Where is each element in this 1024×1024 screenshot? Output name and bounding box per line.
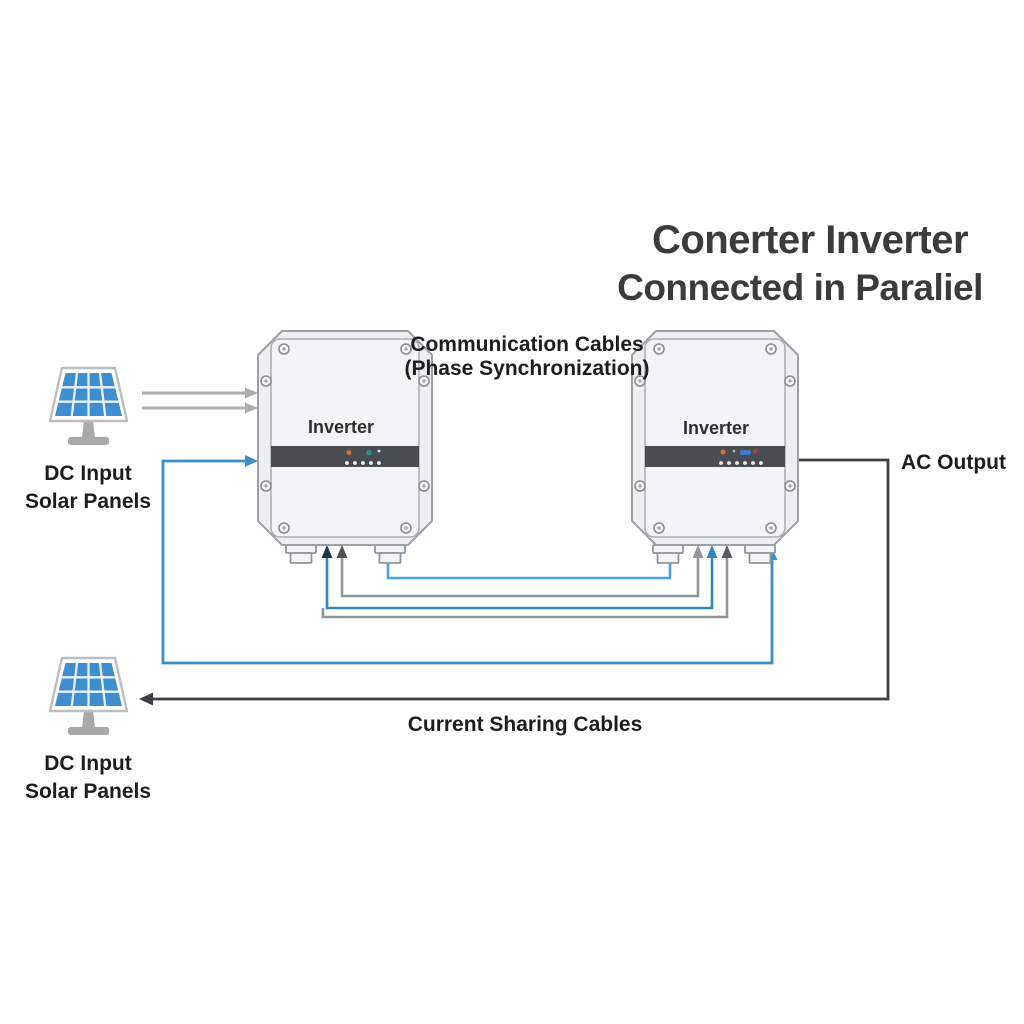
solar-panel-bottom-icon [48,656,129,735]
dc-input-label-top: DC Input Solar Panels [25,462,151,513]
led-band [271,446,419,467]
cable-gland [285,544,406,564]
inverter-front-panel [644,338,786,538]
screw-icon [784,375,796,387]
dc-input-label-bottom: DC Input Solar Panels [25,752,151,803]
title-line-2: Connected in Paraliel [617,267,983,308]
title-line-1: Conerter Inverter [652,218,968,262]
dc-input-bottom-line2: Solar Panels [25,780,151,803]
ac-output-label: AC Output [901,451,1006,474]
dc-input-top-line2: Solar Panels [25,490,151,513]
screw-icon [400,522,412,534]
screw-icon [653,522,665,534]
screw-icon [278,343,290,355]
diagram-title: Conerter Inverter Connected in Paraliel [617,218,983,308]
arrow-up-icon [721,545,733,558]
current-sharing-cable-3 [321,545,733,619]
inverter-1-label: Inverter [308,417,374,437]
screw-icon [260,375,272,387]
inverter-front-panel [270,338,420,538]
screw-icon [653,343,665,355]
arrow-right-icon [245,402,258,414]
current-sharing-cable-1 [336,545,704,598]
arrow-up-icon [321,545,333,558]
screw-icon [418,480,430,492]
arrow-left-icon [139,692,153,706]
inverter-2: Inverter [631,330,799,564]
dc-input-top-line1: DC Input [44,462,131,485]
screw-icon [765,522,777,534]
communication-cables-line1: Communication Cables [410,333,643,356]
dc-input-bottom-line1: DC Input [44,752,131,775]
screw-icon [634,480,646,492]
led-band [645,446,785,467]
cable-gland [652,544,776,564]
screw-icon [784,480,796,492]
arrow-right-icon [245,387,258,399]
arrow-up-icon [336,545,348,558]
led-indicators [719,449,763,465]
communication-cables-line2: (Phase Synchronization) [404,357,649,380]
current-sharing-cable-2 [321,545,718,610]
current-sharing-label: Current Sharing Cables [408,713,643,736]
communication-cable [382,551,676,580]
arrow-up-icon [706,545,718,558]
screw-icon [765,343,777,355]
ac-output-cable [139,458,890,706]
screw-icon [260,480,272,492]
arrow-up-icon [692,545,704,558]
arrow-right-icon [245,455,258,467]
inverter-2-label: Inverter [683,418,749,438]
led-indicators [345,449,381,465]
pv-dc-arrows [142,387,258,414]
communication-cables-label: Communication Cables (Phase Synchronizat… [404,333,649,380]
solar-panel-top-icon [48,366,129,445]
screw-icon [278,522,290,534]
inverter-1: Inverter [257,330,433,564]
